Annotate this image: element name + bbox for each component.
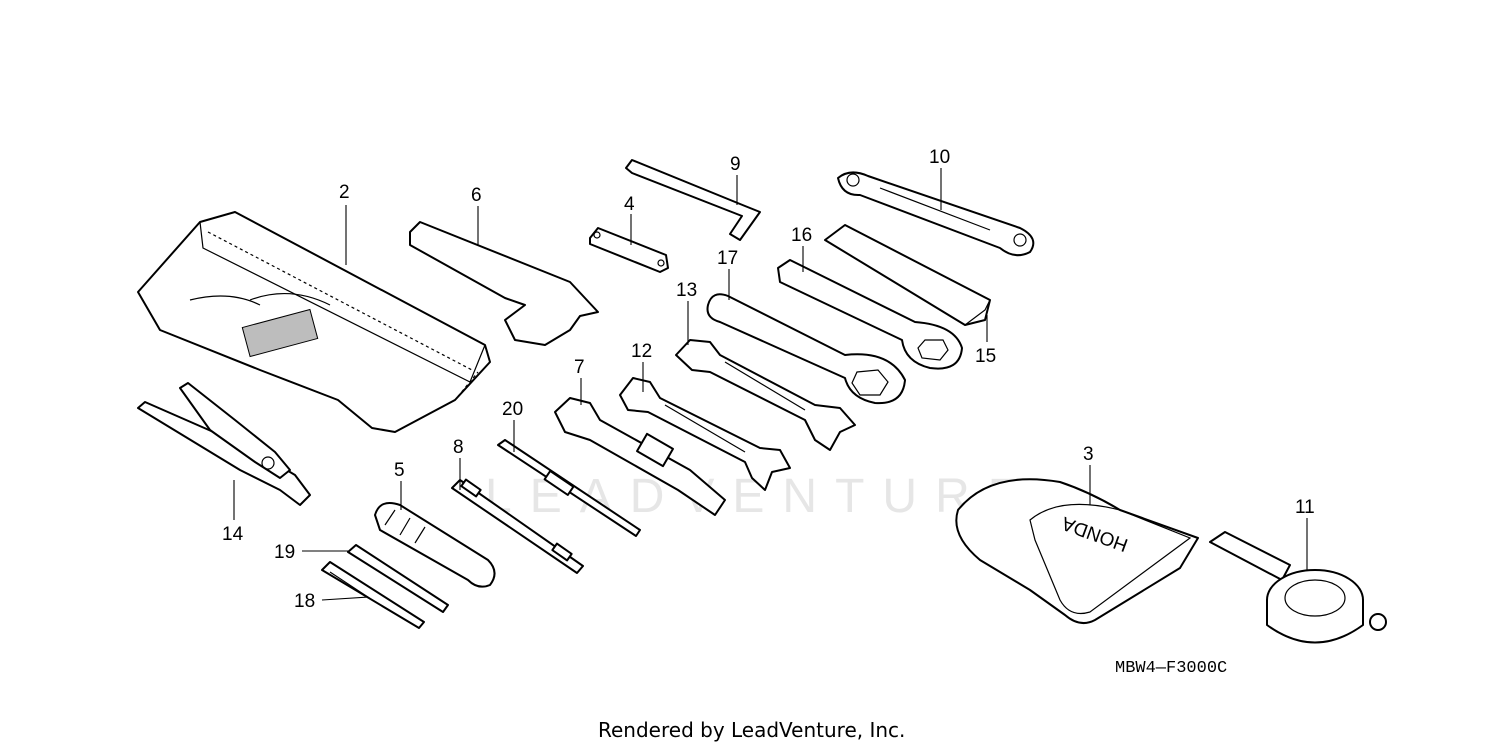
part-14-pliers[interactable] (137, 382, 311, 506)
callout-13: 13 (676, 280, 697, 301)
callouts: 2 6 4 9 10 16 17 13 15 12 7 20 8 5 14 19… (222, 147, 1315, 612)
diagram-code: MBW4—F3000C (1115, 659, 1227, 678)
callout-7: 7 (574, 357, 585, 378)
part-16-wrench[interactable] (777, 259, 963, 370)
callout-14: 14 (222, 524, 244, 545)
callout-15: 15 (975, 346, 996, 367)
callout-5: 5 (394, 460, 405, 481)
part-17-wrench[interactable] (706, 293, 906, 405)
part-4-plate[interactable] (589, 227, 669, 273)
callout-2: 2 (339, 182, 350, 203)
part-15-handle-bar[interactable] (824, 224, 991, 326)
callout-9: 9 (730, 154, 741, 175)
part-19-screwdriver[interactable] (347, 544, 449, 613)
callout-20: 20 (502, 399, 523, 420)
callout-18: 18 (294, 591, 315, 612)
callout-4: 4 (624, 194, 635, 215)
part-11-gauge[interactable] (1209, 531, 1387, 644)
callout-11: 11 (1295, 497, 1315, 518)
leader-lines (233, 168, 1308, 601)
footer-credit: Rendered by LeadVenture, Inc. (598, 718, 905, 742)
callout-12: 12 (631, 341, 652, 362)
part-3-pouch[interactable]: HONDA (955, 478, 1199, 625)
callout-3: 3 (1083, 444, 1094, 465)
part-5-screwdriver-handle[interactable] (374, 502, 496, 588)
part-8-screwdriver-bit[interactable] (451, 478, 584, 574)
part-12-open-wrench[interactable] (619, 377, 791, 491)
callout-8: 8 (453, 437, 464, 458)
part-6-pin-spanner[interactable] (409, 221, 599, 346)
callout-16: 16 (791, 225, 812, 246)
part-2-tool-bag[interactable] (137, 211, 491, 433)
callout-19: 19 (274, 542, 295, 563)
part-13-open-wrench[interactable] (675, 339, 856, 451)
part-7-socket-wrench[interactable] (554, 397, 726, 516)
callout-10: 10 (929, 147, 950, 168)
part-20-shaft[interactable] (497, 439, 641, 537)
callout-17: 17 (717, 248, 738, 269)
part-10-box-wrench[interactable] (837, 171, 1035, 257)
callout-6: 6 (471, 185, 482, 206)
part-9-hex-key[interactable] (625, 159, 761, 241)
part-18-screwdriver[interactable] (321, 561, 425, 629)
